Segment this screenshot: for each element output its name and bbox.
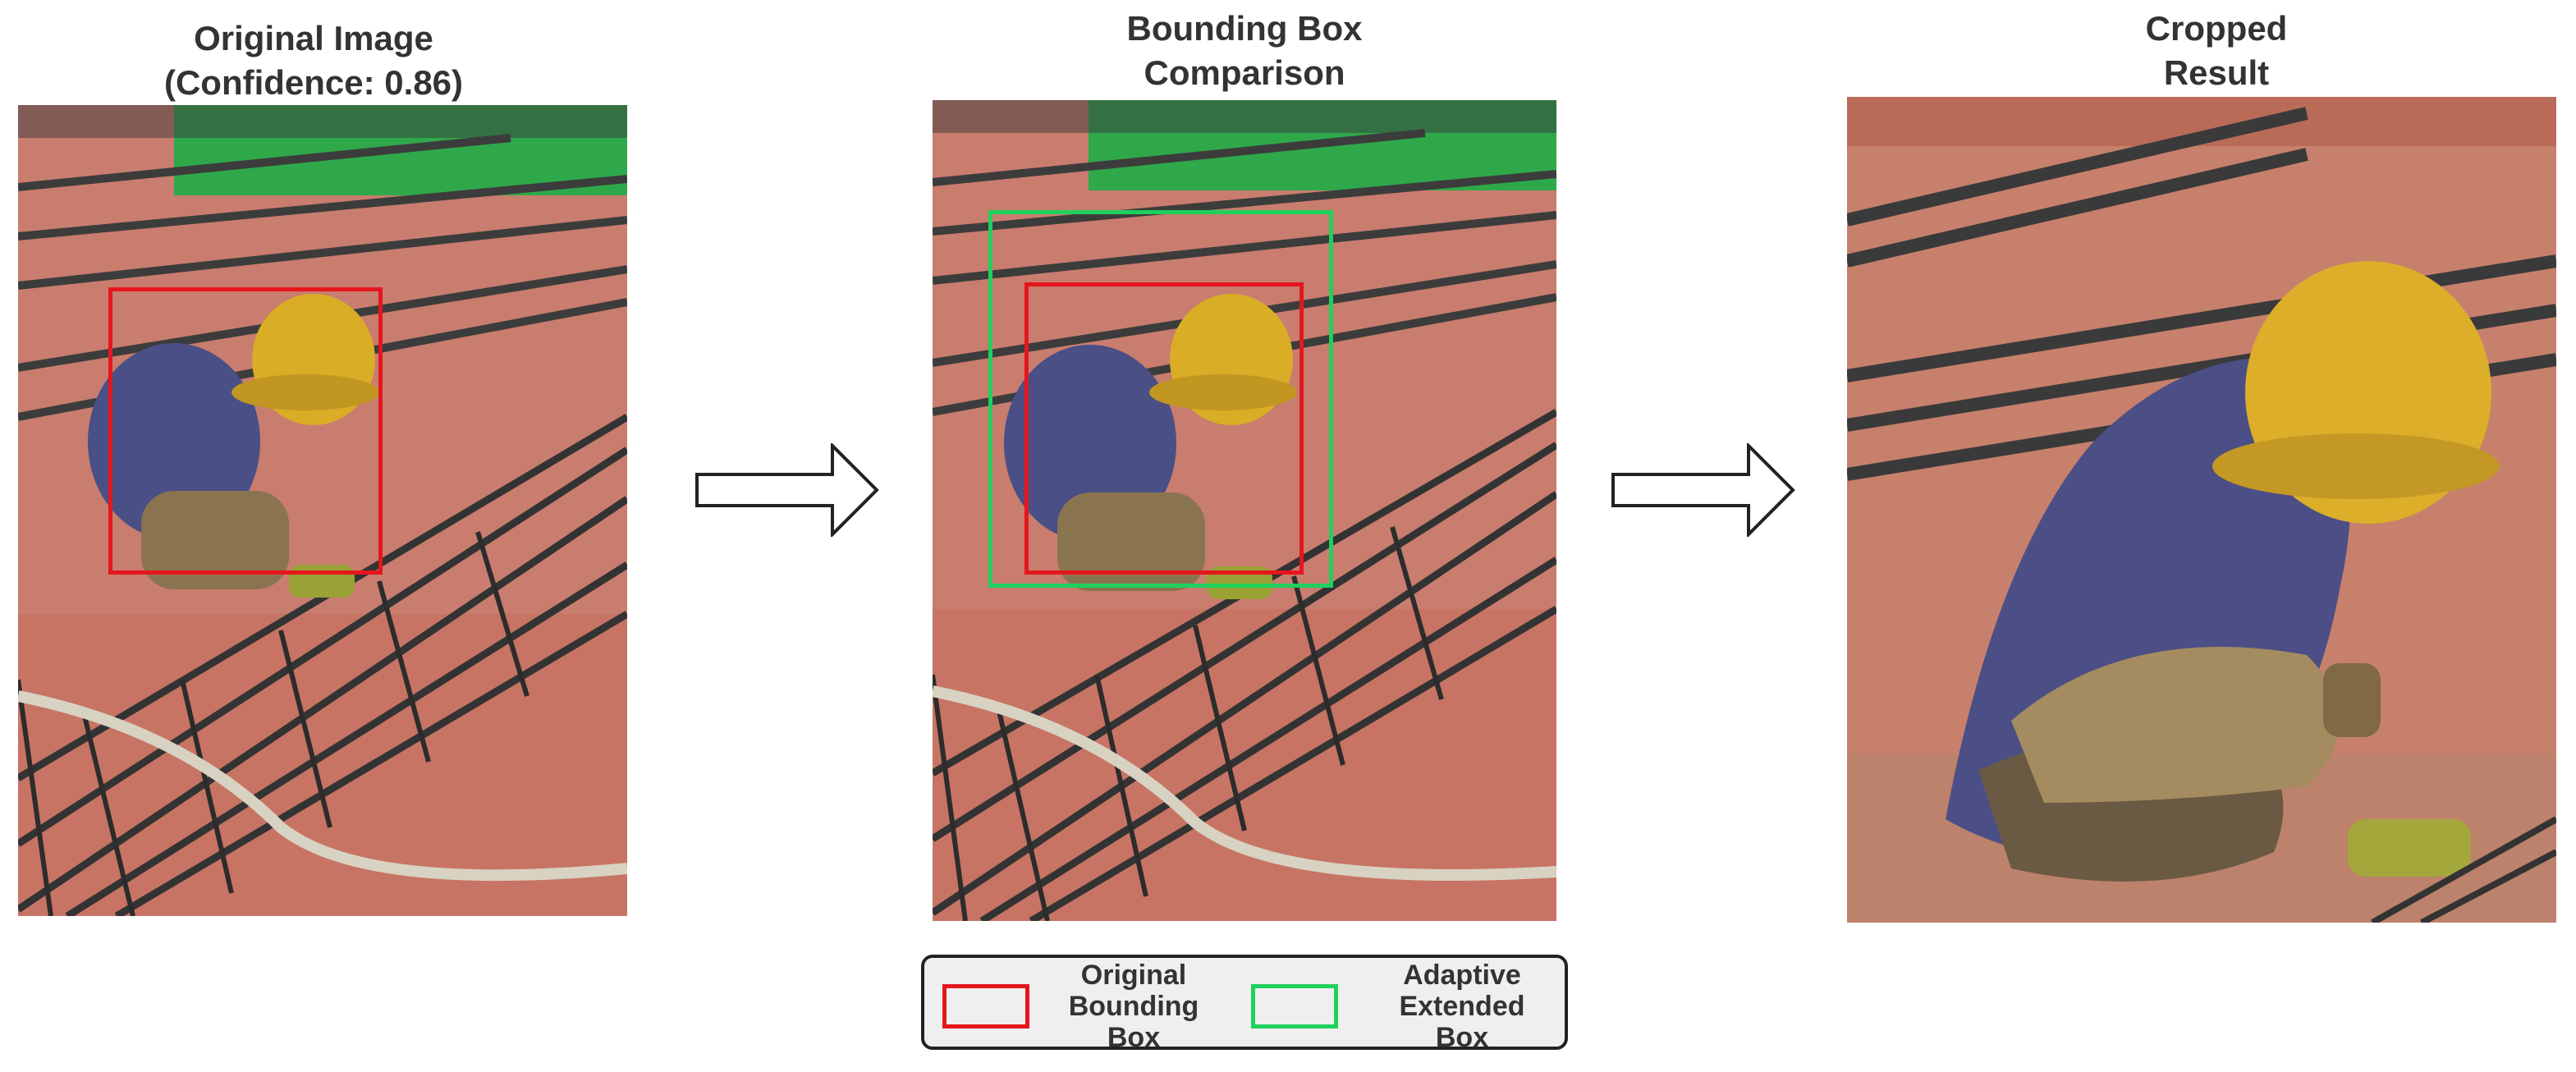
legend-label-original-box: Original Bounding Box <box>1068 960 1199 1053</box>
arrow-right-icon <box>695 443 879 537</box>
original-image-title: Original Image (Confidence: 0.86) <box>163 19 464 102</box>
construction-scene-image <box>933 100 1556 921</box>
legend: Original Bounding Box Adaptive Extended … <box>921 955 1568 1053</box>
adaptive-extended-box <box>988 210 1333 588</box>
legend-label-extended-box: Adaptive Extended Box <box>1399 960 1525 1053</box>
bounding-box-comparison-title: Bounding Box Comparison <box>1126 9 1363 92</box>
cropped-worker-image <box>1847 97 2556 923</box>
original-bounding-box <box>1024 282 1304 575</box>
cropped-result-title: Cropped Result <box>2145 9 2288 92</box>
construction-scene-image <box>18 105 627 916</box>
original-image-panel <box>18 105 627 916</box>
legend-swatch-extended-box <box>1251 984 1338 1028</box>
legend-swatch-original-box <box>942 984 1029 1028</box>
original-bounding-box <box>108 287 383 575</box>
comparison-panel <box>933 100 1556 921</box>
cropped-result-panel <box>1847 97 2556 923</box>
arrow-right-icon <box>1611 443 1795 537</box>
